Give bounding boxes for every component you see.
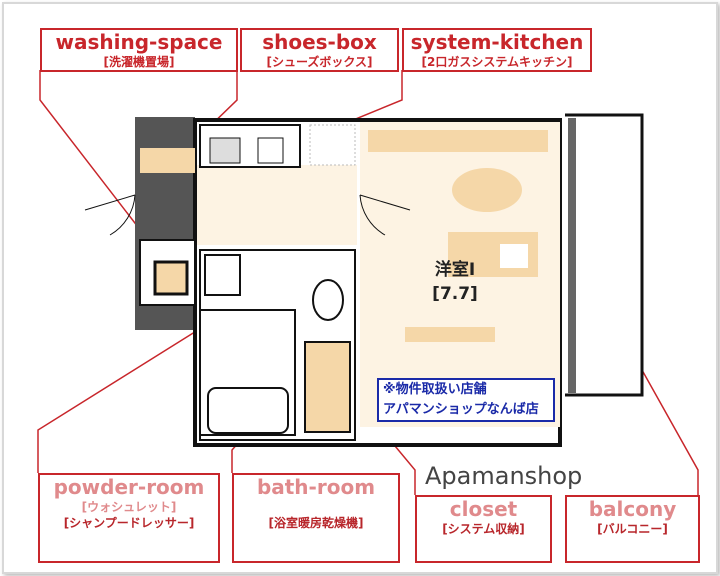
label-bath-room: bath-room [浴室暖房乾燥機] xyxy=(232,473,400,563)
washing-space-area xyxy=(140,148,195,173)
room-name: 洋室Ⅰ xyxy=(434,260,476,280)
label-jp: [シューズボックス] xyxy=(266,55,373,69)
label-en: closet xyxy=(449,497,518,521)
label-jp: [バルコニー] xyxy=(597,522,668,536)
label-en: balcony xyxy=(588,497,677,521)
label-jp2: [浴室暖房乾燥機] xyxy=(268,516,364,530)
label-en: washing-space xyxy=(55,30,223,54)
label-jp: [ウォシュレット] xyxy=(81,500,177,514)
balcony-outline xyxy=(565,113,644,397)
kitchen-floor xyxy=(197,165,357,245)
shop-note-line1: ※物件取扱い店舗 xyxy=(383,382,487,397)
shop-note-line2: アパマンショップなんば店 xyxy=(383,402,539,417)
label-en: powder-room xyxy=(53,475,205,499)
label-powder-room: powder-room [ウォシュレット] [シャンプードレッサー] xyxy=(38,473,220,563)
label-closet: closet [システム収納] xyxy=(415,495,552,563)
label-en: bath-room xyxy=(256,475,376,499)
room-size: [7.7] xyxy=(432,284,478,304)
label-shoes-box: shoes-box [シューズボックス] xyxy=(240,28,399,72)
label-jp: [システム収納] xyxy=(442,522,525,536)
label-jp: [洗濯機置場] xyxy=(103,55,175,69)
shop-note: ※物件取扱い店舗 アパマンショップなんば店 xyxy=(377,378,555,422)
furniture xyxy=(368,130,548,342)
label-jp2: [シャンプードレッサー] xyxy=(63,516,195,530)
washing-machine-pan xyxy=(153,260,189,296)
label-system-kitchen: system-kitchen [2口ガスシステムキッチン] xyxy=(402,28,592,72)
label-washing-space: washing-space [洗濯機置場] xyxy=(40,28,238,72)
label-jp: [2口ガスシステムキッチン] xyxy=(421,55,573,69)
label-en: system-kitchen xyxy=(410,30,584,54)
label-en: shoes-box xyxy=(262,30,377,54)
room-western-1: 洋室Ⅰ [7.7] xyxy=(415,258,495,306)
closet-area xyxy=(304,341,351,433)
label-balcony: balcony [バルコニー] xyxy=(565,495,700,563)
watermark: Apamanshop xyxy=(425,462,583,490)
